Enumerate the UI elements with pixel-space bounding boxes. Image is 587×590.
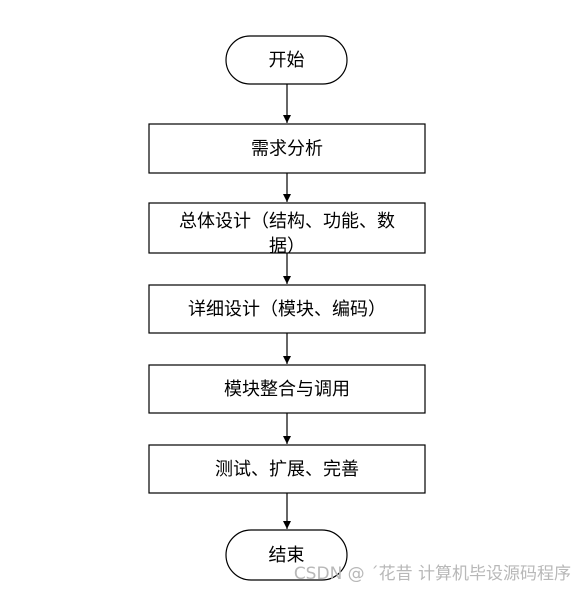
node-integration: 模块整合与调用 <box>148 364 426 414</box>
node-label-line: 据） <box>269 236 305 257</box>
process-box <box>148 202 426 254</box>
node-label: 详细设计（模块、编码） <box>188 299 386 320</box>
terminal-shape <box>225 35 348 85</box>
node-label: 结束 <box>269 545 305 566</box>
process-box <box>148 284 426 334</box>
node-label: 模块整合与调用 <box>224 379 350 400</box>
process-box <box>148 123 426 174</box>
node-testing: 测试、扩展、完善 <box>148 444 426 494</box>
process-box <box>148 364 426 414</box>
node-label: 开始 <box>269 50 305 71</box>
terminal-shape <box>225 529 348 581</box>
node-label-line: 总体设计（结构、功能、数 <box>179 211 395 232</box>
node-label: 需求分析 <box>251 139 323 160</box>
node-overall-design: 总体设计（结构、功能、数据） <box>148 202 426 257</box>
watermark: CSDN @ ´花昔 计算机毕设源码程序 <box>293 564 571 584</box>
node-label: 测试、扩展、完善 <box>215 459 359 480</box>
process-box <box>148 444 426 494</box>
node-start: 开始 <box>225 35 348 85</box>
node-requirements: 需求分析 <box>148 123 426 174</box>
node-detailed-design: 详细设计（模块、编码） <box>148 284 426 334</box>
node-end: 结束 <box>225 529 348 581</box>
